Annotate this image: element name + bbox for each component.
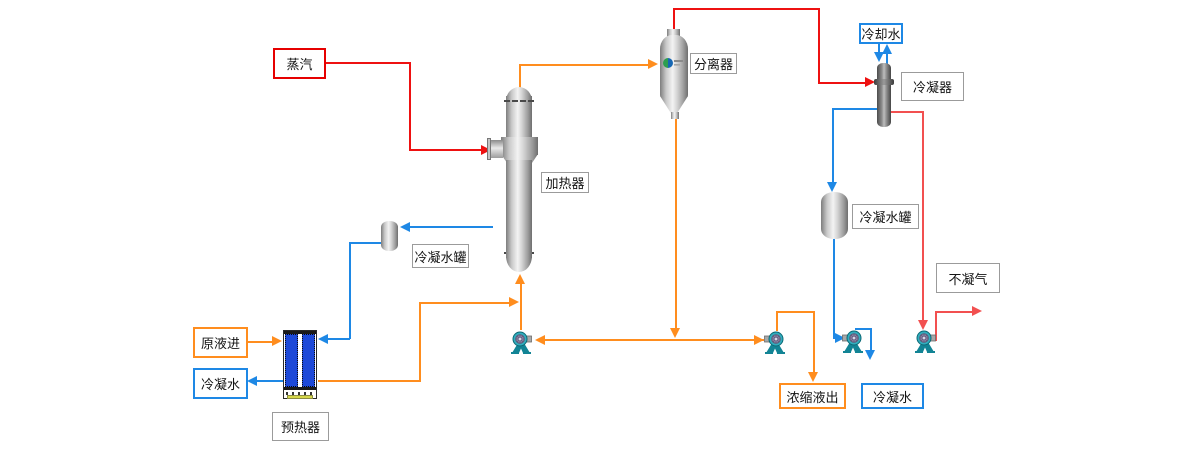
vapor-pipe-v2 <box>818 8 820 84</box>
condensate-discharge-h <box>855 328 872 330</box>
heater-top-flange <box>504 100 534 102</box>
vent-pipe-v1 <box>922 111 924 320</box>
small-tank-inlet-arrow-icon <box>400 222 410 232</box>
condensate-discharge-v <box>870 328 872 352</box>
heater-bottom-dome <box>506 250 532 272</box>
non-condensable-gas-label-box: 不凝气 <box>936 263 1000 293</box>
condenser-outlet-v <box>832 108 834 184</box>
feed-pipe-v1 <box>419 302 421 382</box>
preheater-bottom-bar <box>284 387 316 390</box>
condensate-tank-small-label-box: 冷凝水罐 <box>412 244 469 268</box>
condenser-flange <box>874 79 894 85</box>
preheater-top-bar <box>284 331 316 334</box>
preheater-base-strip <box>287 395 313 399</box>
heater-steam-chest <box>501 137 538 155</box>
circulation-pump-icon <box>510 330 532 354</box>
right-tank-inlet-arrow-icon <box>827 182 837 192</box>
steam-arrow-icon <box>481 145 491 155</box>
cooling-water-out-arrow-icon <box>882 44 892 54</box>
condensate-water-right-label-box: 冷凝水 <box>861 383 924 409</box>
preheater-inlet-arrow-icon <box>272 336 282 346</box>
heater-body <box>506 160 532 258</box>
steam-pipe-h1 <box>326 62 410 64</box>
small-tank-outlet-h1 <box>350 242 382 244</box>
downcomer-arrow-icon <box>670 328 680 338</box>
preheater-plate-right <box>302 334 315 387</box>
heater-steam-chest-taper <box>501 154 538 164</box>
preheater-plate-left <box>285 334 298 387</box>
heater-nozzle-flange <box>487 138 491 160</box>
condenser-body <box>877 63 891 127</box>
vent-arrow-down-icon <box>918 320 928 330</box>
concentrate-pipe-h1 <box>776 311 814 313</box>
circulation-pump-inlet-arrow-icon <box>535 335 545 345</box>
vapor-riser-h <box>519 64 648 66</box>
feed-pipe-h1 <box>420 302 509 304</box>
condensate-tank-small-body <box>381 221 398 251</box>
vent-out-arrow-icon <box>972 306 982 316</box>
cooling-water-in-line <box>878 44 880 54</box>
concentrate-out-arrow-icon <box>808 372 818 382</box>
feed-pipe-h2 <box>318 380 420 382</box>
pump-header-h <box>545 339 764 341</box>
preheater-tick-marks <box>286 392 314 395</box>
circulation-discharge-v <box>520 284 522 330</box>
heater-label-box: 加热器 <box>541 172 589 193</box>
cooling-water-in-arrow-icon <box>874 52 884 62</box>
vent-pipe-v2 <box>935 312 937 341</box>
separator-logo-icon <box>663 58 683 68</box>
condensate-tank-right-body <box>821 192 848 239</box>
concentrate-pipe-v1 <box>776 312 778 331</box>
condenser-outlet-h <box>833 108 877 110</box>
vapor-pipe-h2 <box>818 82 865 84</box>
condensate-water-left-label-box: 冷凝水 <box>193 368 248 399</box>
separator-neck <box>667 29 680 37</box>
vent-pump-icon <box>914 329 936 353</box>
condensate-left-arrow-icon <box>247 376 257 386</box>
heater-upper-shell <box>506 96 532 140</box>
cooling-water-out-line <box>886 53 888 64</box>
vapor-riser-v <box>519 65 521 94</box>
condensate-pump-icon <box>842 329 864 353</box>
vent-pipe-h1 <box>890 111 924 113</box>
heater-steam-nozzle <box>490 140 503 158</box>
separator-downcomer-v <box>675 116 677 328</box>
preheater-hot-inlet-arrow-icon <box>318 334 328 344</box>
heater-inlet-arrow-icon <box>515 274 525 284</box>
condensate-pump-inlet-arrow-icon <box>835 333 845 343</box>
concentrate-pump-inlet-arrow-icon <box>754 335 764 345</box>
preheater-body <box>283 330 317 399</box>
feed-in-label-box: 原液进 <box>193 327 248 358</box>
concentrate-out-label-box: 浓缩液出 <box>779 383 846 409</box>
steam-pipe-h2 <box>409 149 481 151</box>
separator-label-box: 分离器 <box>690 53 737 74</box>
steam-pipe-v1 <box>409 62 411 151</box>
vapor-arrow-icon <box>865 77 875 87</box>
right-tank-outlet-v <box>833 239 835 339</box>
feed-junction-arrow-icon <box>509 297 519 307</box>
preheater-label-box: 预热器 <box>272 412 329 441</box>
condensate-out-arrow-icon <box>865 350 875 360</box>
small-tank-outlet-h2 <box>328 338 350 340</box>
vapor-pipe-v1 <box>673 8 675 30</box>
vapor-pipe-h1 <box>673 8 820 10</box>
concentrate-pipe-v2 <box>813 311 815 372</box>
heater-condensate-pipe-h <box>410 226 493 228</box>
steam-label-box: 蒸汽 <box>273 48 326 79</box>
condensate-tank-right-label-box: 冷凝水罐 <box>852 204 919 229</box>
raw-feed-pipe-h <box>248 341 272 343</box>
concentrate-pump-icon <box>764 330 786 354</box>
vent-pipe-h2 <box>935 311 972 313</box>
small-tank-outlet-v <box>349 242 351 339</box>
separator-outlet-stub <box>671 112 679 119</box>
cooling-water-label-box: 冷却水 <box>859 23 903 44</box>
condenser-label-box: 冷凝器 <box>901 72 964 101</box>
condensate-left-pipe-h <box>255 380 283 382</box>
separator-inlet-arrow-icon <box>648 59 658 69</box>
